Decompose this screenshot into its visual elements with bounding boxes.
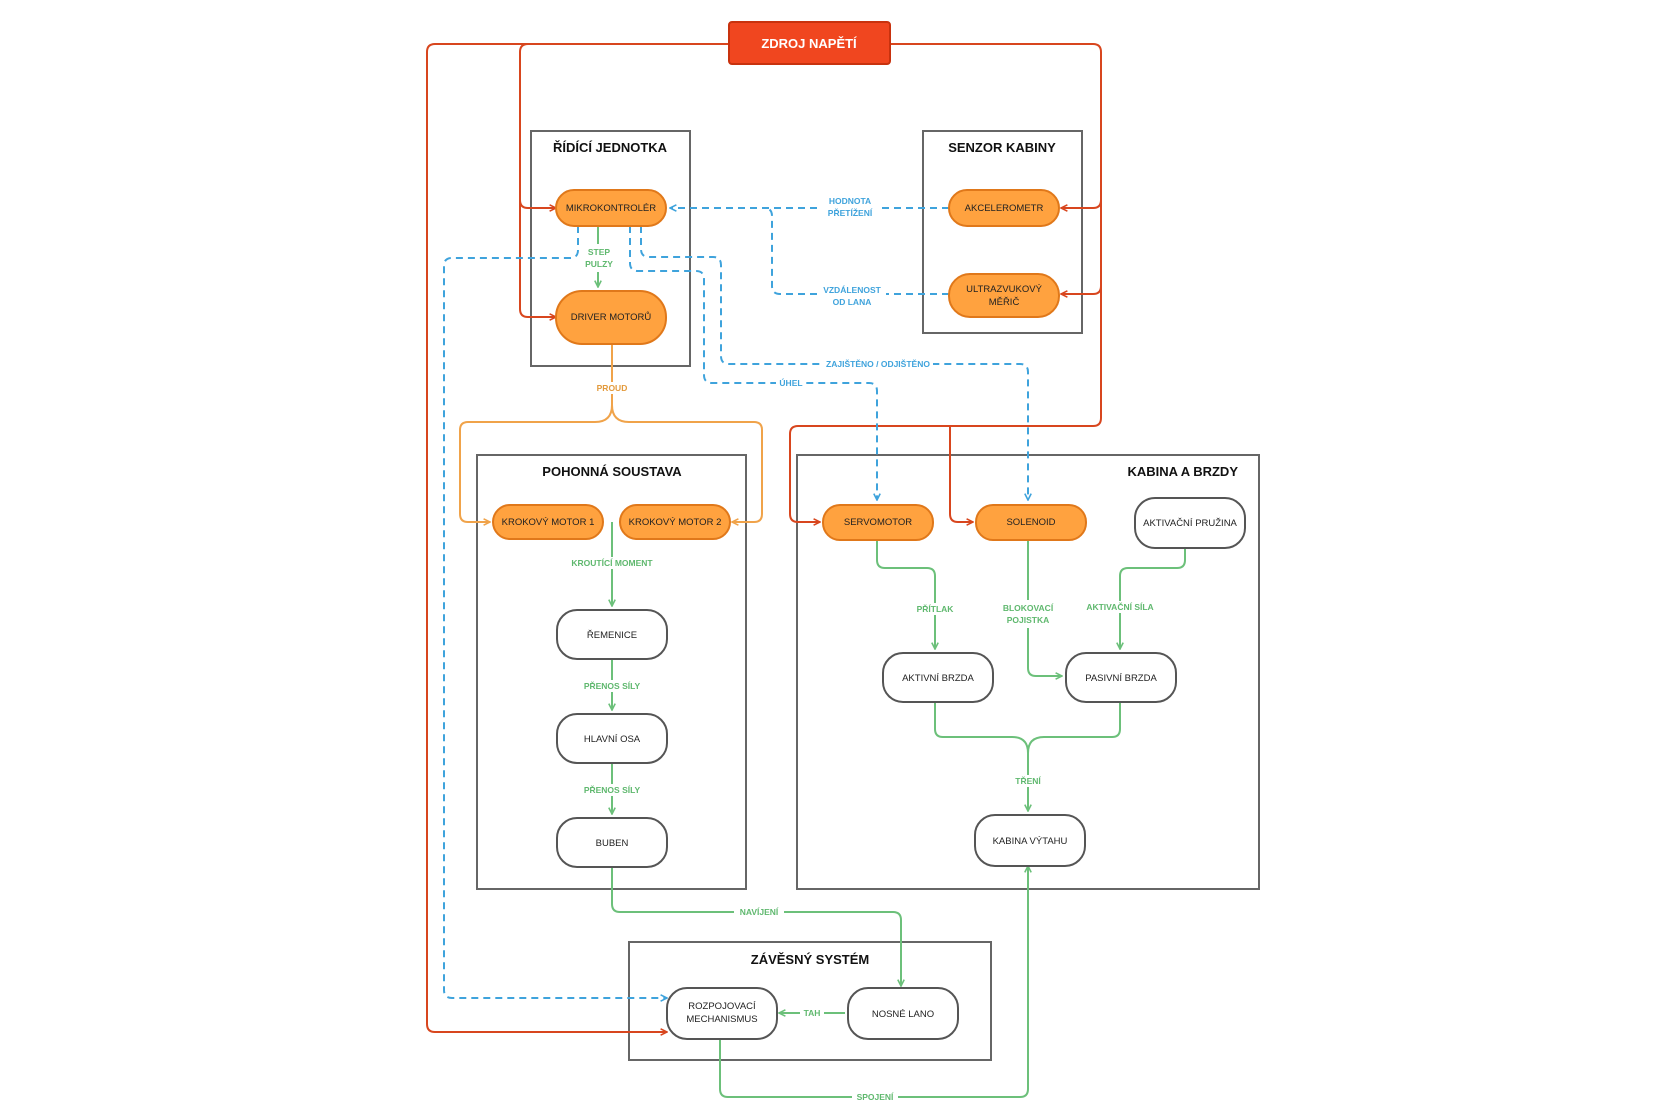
svg-text:KROKOVÝ MOTOR 2: KROKOVÝ MOTOR 2 <box>629 517 722 528</box>
label-torque: KROUTÍCÍ MOMENT <box>571 558 653 568</box>
node-release-mechanism: ROZPOJOVACÍ MECHANISMUS <box>666 987 778 1040</box>
node-active-brake: AKTIVNÍ BRZDA <box>882 652 994 703</box>
svg-text:SOLENOID: SOLENOID <box>1006 517 1055 528</box>
label-pull: TAH <box>804 1008 821 1018</box>
label-activation-force: AKTIVAČNÍ SÍLA <box>1086 601 1153 612</box>
power-line-servomotor <box>789 286 1102 522</box>
node-activation-spring: AKTIVAČNÍ PRUŽINA <box>1134 497 1246 549</box>
svg-text:AKCELEROMETR: AKCELEROMETR <box>965 203 1044 214</box>
label-angle: ÚHEL <box>779 377 802 388</box>
label-winding: NAVÍJENÍ <box>740 907 779 917</box>
svg-text:AKTIVAČNÍ PRUŽINA: AKTIVAČNÍ PRUŽINA <box>1143 518 1237 529</box>
node-drum: BUBEN <box>556 817 668 868</box>
signal-release <box>443 226 667 998</box>
mech-activation-force <box>1120 548 1186 649</box>
power-source-node: ZDROJ NAPĚTÍ <box>728 21 891 65</box>
svg-text:MĚŘIČ: MĚŘIČ <box>989 297 1020 308</box>
svg-text:NOSNÉ LANO: NOSNÉ LANO <box>872 1009 934 1020</box>
svg-text:KABINA VÝTAHU: KABINA VÝTAHU <box>993 836 1068 847</box>
node-motor-driver: DRIVER MOTORŮ <box>555 290 667 345</box>
svg-text:KROKOVÝ MOTOR 1: KROKOVÝ MOTOR 1 <box>502 517 595 528</box>
svg-text:MECHANISMUS: MECHANISMUS <box>686 1014 757 1025</box>
node-ultrasonic: ULTRAZVUKOVÝ MĚŘIČ <box>948 273 1060 318</box>
group-title-drive-system: POHONNÁ SOUSTAVA <box>542 464 682 479</box>
label-distance-1: VZDÁLENOST <box>823 285 881 295</box>
mech-friction <box>934 702 1028 811</box>
node-pulley: ŘEMENICE <box>556 609 668 660</box>
label-distance-2: OD LANA <box>833 297 872 307</box>
power-source-label: ZDROJ NAPĚTÍ <box>761 36 857 51</box>
power-line-accelerometer <box>890 43 1102 208</box>
signal-locking <box>640 226 1028 500</box>
label-blocking-1: BLOKOVACÍ <box>1003 603 1054 613</box>
group-title-control-unit: ŘÍDÍCÍ JEDNOTKA <box>553 140 668 155</box>
label-force-2: PŘENOS SÍLY <box>584 784 641 795</box>
svg-text:ULTRAZVUKOVÝ: ULTRAZVUKOVÝ <box>966 284 1043 295</box>
signal-distance <box>763 207 949 295</box>
power-line-release <box>426 43 729 1032</box>
label-overload-1: HODNOTA <box>829 196 871 206</box>
power-line-solenoid <box>949 426 973 522</box>
node-accelerometer: AKCELEROMETR <box>948 189 1060 227</box>
node-rope: NOSNÉ LANO <box>847 987 959 1040</box>
label-pressure: PŘÍTLAK <box>917 603 955 614</box>
label-friction: TŘENÍ <box>1015 775 1041 786</box>
node-solenoid: SOLENOID <box>975 504 1087 541</box>
mech-blocking <box>1027 540 1062 676</box>
node-elevator-cabin: KABINA VÝTAHU <box>974 814 1086 867</box>
svg-text:ŘEMENICE: ŘEMENICE <box>587 630 637 641</box>
svg-text:PASIVNÍ BRZDA: PASIVNÍ BRZDA <box>1085 673 1157 684</box>
node-passive-brake: PASIVNÍ BRZDA <box>1065 652 1177 703</box>
node-servomotor: SERVOMOTOR <box>822 504 934 541</box>
label-step-2: PULZY <box>585 259 613 269</box>
svg-text:AKTIVNÍ BRZDA: AKTIVNÍ BRZDA <box>902 673 974 684</box>
node-main-axis: HLAVNÍ OSA <box>556 713 668 764</box>
current-lines <box>459 344 763 522</box>
mech-pressure <box>876 540 935 649</box>
group-title-cabin-sensor: SENZOR KABINY <box>948 140 1056 155</box>
label-locked: ZAJIŠTĚNO / ODJIŠTĚNO <box>826 358 930 369</box>
svg-text:BUBEN: BUBEN <box>596 838 629 849</box>
label-connection: SPOJENÍ <box>857 1092 894 1102</box>
node-stepper-1: KROKOVÝ MOTOR 1 <box>492 504 604 540</box>
signal-lines <box>443 207 1028 998</box>
edge-labels: HODNOTA PŘETÍŽENÍ VZDÁLENOST OD LANA ZAJ… <box>570 193 1156 1103</box>
power-lines <box>426 43 1102 1032</box>
label-step-1: STEP <box>588 247 611 257</box>
current-line-stepper-1 <box>459 344 613 522</box>
power-line-microcontroller <box>519 43 729 208</box>
svg-text:DRIVER MOTORŮ: DRIVER MOTORŮ <box>571 311 652 323</box>
svg-text:SERVOMOTOR: SERVOMOTOR <box>844 517 912 528</box>
node-microcontroller: MIKROKONTROLÉR <box>555 189 667 227</box>
svg-text:MIKROKONTROLÉR: MIKROKONTROLÉR <box>566 203 656 214</box>
group-title-suspension: ZÁVĚSNÝ SYSTÉM <box>751 952 869 967</box>
group-title-cabin-brakes: KABINA A BRZDY <box>1128 464 1239 479</box>
mech-friction-join <box>1027 702 1121 754</box>
svg-text:HLAVNÍ OSA: HLAVNÍ OSA <box>584 734 641 745</box>
label-force-1: PŘENOS SÍLY <box>584 680 641 691</box>
node-stepper-2: KROKOVÝ MOTOR 2 <box>619 504 731 540</box>
label-current: PROUD <box>597 383 628 393</box>
svg-text:ROZPOJOVACÍ: ROZPOJOVACÍ <box>688 1001 756 1012</box>
label-blocking-2: POJISTKA <box>1007 615 1050 625</box>
current-line-stepper-2 <box>611 404 763 522</box>
power-line-driver <box>519 200 556 317</box>
label-overload-2: PŘETÍŽENÍ <box>828 207 873 218</box>
signal-angle <box>629 226 877 500</box>
